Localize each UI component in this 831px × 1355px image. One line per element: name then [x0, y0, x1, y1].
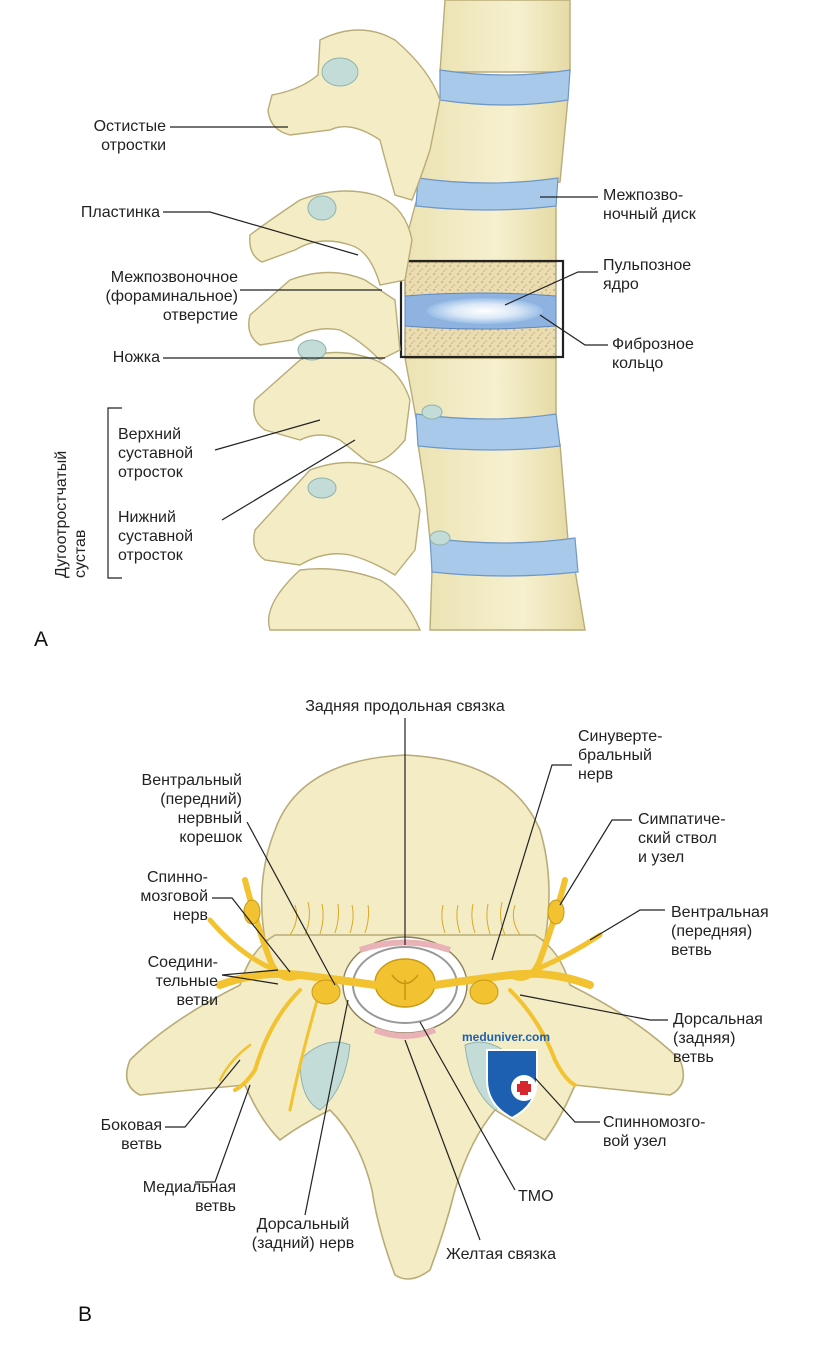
cut-bone-lower	[404, 325, 557, 359]
label-spinous-processes: Остистые отростки	[93, 118, 166, 154]
label-dorsal-ramus: Дорсальная (задняя) ветвь	[673, 1011, 763, 1066]
ligamentum-flavum	[373, 1027, 437, 1039]
sinuvertebral-plexus	[289, 901, 521, 936]
label-sympathetic-trunk: Симпатиче- ский ствол и узел	[638, 811, 726, 866]
label-dorsal-nerve: Дорсальный (задний) нерв	[251, 1216, 355, 1252]
label-lateral-branch: Боковая ветвь	[100, 1117, 162, 1153]
label-inferior-articular-process: Нижний суставной отросток	[118, 509, 194, 564]
left-ganglion	[311, 979, 341, 1005]
right-ganglion	[469, 979, 499, 1005]
nucleus-pulposus	[427, 298, 543, 324]
label-dura-mater: ТМО	[518, 1188, 554, 1205]
panel-letter-a: A	[34, 628, 49, 651]
cut-bone-upper	[404, 261, 557, 297]
label-annulus-fibrosus: Фиброзное кольцо	[612, 336, 694, 372]
label-nucleus-pulposus: Пульпозное ядро	[603, 257, 692, 293]
label-superior-articular-process: Верхний суставной отросток	[118, 426, 194, 481]
left-sympathetic-ganglion	[243, 899, 261, 925]
label-ventral-root: Вентральный (передний) нервный корешок	[141, 772, 242, 846]
detail-box	[399, 259, 565, 359]
panel-a-leaders	[107, 126, 608, 579]
right-sympathetic-ganglion	[547, 899, 565, 925]
label-spinal-ganglion: Спинномозго- вой узел	[603, 1114, 706, 1150]
panel-letter-b: B	[78, 1303, 93, 1326]
label-facet-joint: Дугоотростчатый сустав	[53, 450, 89, 578]
label-ventral-ramus: Вентральная (передняя) ветвь	[671, 904, 769, 959]
panel-a-drawing	[107, 0, 608, 631]
nerves	[207, 877, 603, 1112]
label-intervertebral-foramen: Межпозвоночное (фораминальное) отверстие	[105, 269, 239, 324]
label-medial-branch: Медиальная ветвь	[142, 1179, 236, 1215]
label-spinal-nerve: Спинно- мозговой нерв	[140, 869, 208, 924]
label-posterior-longitudinal-ligament: Задняя продольная связка	[305, 698, 505, 715]
intervertebral-discs	[415, 69, 579, 577]
facet-cartilage	[297, 57, 451, 546]
label-lamina: Пластинка	[80, 204, 160, 221]
label-intervertebral-disc: Межпозво- ночный диск	[603, 187, 696, 223]
label-ligamentum-flavum: Желтая связка	[446, 1246, 557, 1263]
vertebral-arch-axial	[125, 934, 685, 1280]
posterior-elements	[248, 29, 441, 631]
watermark-text: meduniver.com	[462, 1030, 551, 1044]
panel-b-drawing	[125, 718, 685, 1280]
label-pedicle: Ножка	[112, 349, 160, 366]
panel-b-leaders	[165, 718, 668, 1241]
grey-matter	[391, 974, 419, 1000]
label-communicating-rami: Соедини- тельные ветви	[147, 954, 218, 1009]
watermark-shield-icon	[486, 1049, 538, 1120]
label-sinuvertebral-nerve: Синуверте- бральный нерв	[578, 728, 663, 783]
